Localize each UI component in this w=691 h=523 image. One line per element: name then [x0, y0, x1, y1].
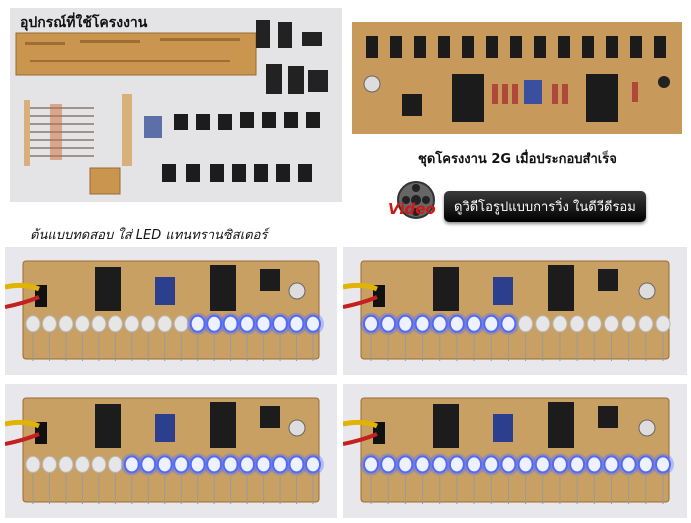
led-panel-3: [5, 384, 337, 518]
led: [239, 314, 256, 333]
video-link[interactable]: Video ดูวิดีโอรูปแบบการวิ่ง ในดีวีดีรอม: [386, 180, 646, 232]
led: [189, 314, 206, 333]
led: [206, 314, 223, 333]
led: [25, 455, 41, 473]
led: [222, 314, 239, 333]
film-reel-icon: [397, 181, 435, 219]
led: [620, 455, 637, 474]
led: [58, 455, 74, 473]
led: [414, 455, 431, 474]
led: [189, 455, 206, 474]
led: [431, 455, 448, 474]
led: [91, 315, 107, 333]
led: [272, 314, 289, 333]
led: [586, 455, 603, 474]
led: [500, 455, 517, 474]
led: [655, 455, 671, 474]
led: [397, 455, 414, 474]
led: [255, 455, 272, 474]
led: [107, 315, 123, 333]
parts-photo: [10, 8, 342, 202]
led: [621, 315, 637, 333]
led: [25, 315, 41, 333]
led: [124, 315, 140, 333]
led: [637, 455, 654, 474]
led: [535, 315, 551, 333]
led: [107, 455, 123, 473]
prototype-label: ต้นแบบทดสอบ ใส่ LED แทนทรานซิสเตอร์: [30, 228, 268, 243]
led: [466, 455, 483, 474]
led: [655, 315, 671, 333]
assembled-label: ชุดโครงงาน 2G เมื่อประกอบสำเร็จ: [418, 152, 617, 167]
led: [448, 314, 465, 333]
led: [239, 455, 256, 474]
led: [448, 455, 465, 474]
led: [156, 455, 173, 474]
led: [414, 314, 431, 333]
led: [569, 455, 586, 474]
led: [534, 455, 551, 474]
led: [288, 314, 305, 333]
video-icon-text: Video: [388, 200, 436, 218]
led: [380, 314, 397, 333]
led: [483, 314, 500, 333]
led: [91, 455, 107, 473]
video-button[interactable]: ดูวิดีโอรูปแบบการวิ่ง ในดีวีดีรอม: [444, 190, 646, 222]
led: [397, 314, 414, 333]
led-panel-1: [5, 247, 337, 375]
led: [500, 314, 517, 333]
led: [140, 455, 157, 474]
led: [638, 315, 654, 333]
led: [173, 455, 190, 474]
led-panel-4: [343, 384, 687, 518]
led: [363, 455, 379, 474]
led: [569, 315, 585, 333]
led: [173, 315, 189, 333]
led: [74, 315, 90, 333]
assembled-photo: [352, 22, 682, 134]
led: [255, 314, 272, 333]
led: [380, 455, 397, 474]
led: [363, 314, 379, 333]
parts-label: อุปกรณ์ที่ใช้โครงงาน: [20, 15, 148, 31]
led: [305, 455, 321, 474]
led: [586, 315, 602, 333]
led: [518, 315, 534, 333]
led: [288, 455, 305, 474]
led: [603, 315, 619, 333]
led: [58, 315, 74, 333]
led: [517, 455, 534, 474]
led: [123, 455, 140, 474]
led: [140, 315, 156, 333]
led: [41, 315, 57, 333]
led: [431, 314, 448, 333]
led: [41, 455, 57, 473]
led: [157, 315, 173, 333]
led: [603, 455, 620, 474]
led: [305, 314, 321, 333]
led: [483, 455, 500, 474]
led-panel-2: [343, 247, 687, 375]
led: [551, 455, 568, 474]
led: [552, 315, 568, 333]
led: [222, 455, 239, 474]
led: [206, 455, 223, 474]
led: [272, 455, 289, 474]
led: [74, 455, 90, 473]
led: [466, 314, 483, 333]
